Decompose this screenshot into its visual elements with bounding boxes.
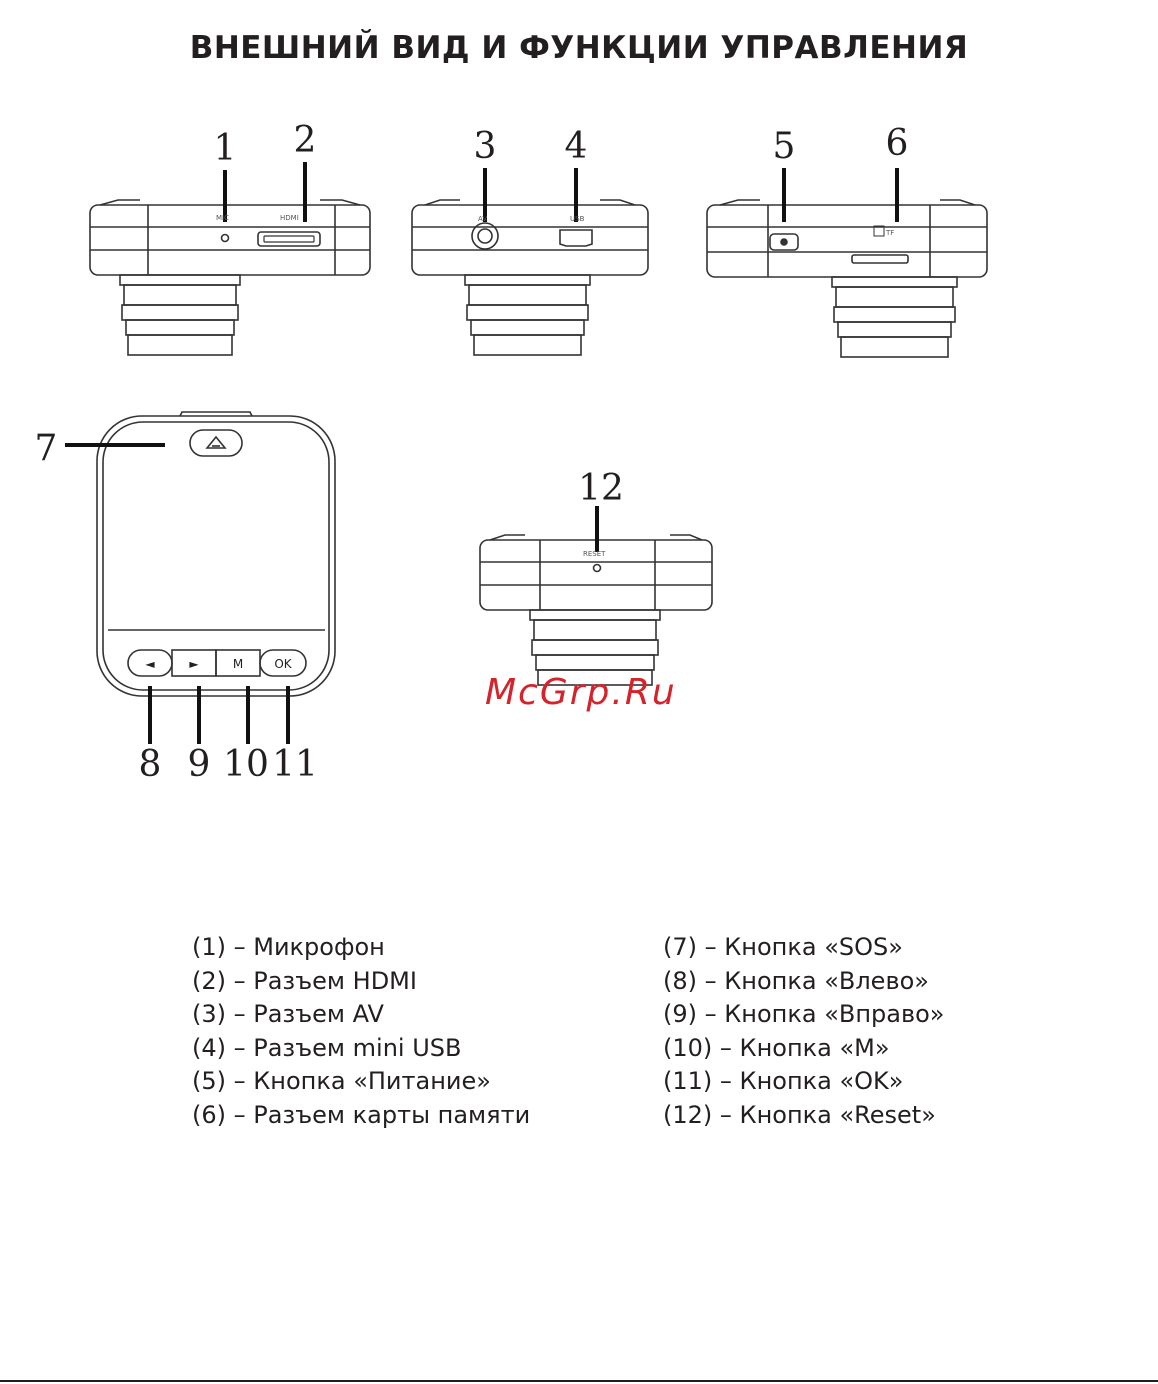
legend-item: (4) – Разъем mini USB [192,1033,462,1062]
callout-8: 8 [139,744,162,785]
usb-label: USB [570,215,585,223]
menu-button-label: M [233,657,243,671]
reset-hole[interactable] [592,563,602,573]
power-button[interactable] [769,233,799,251]
device-view-top-left [89,162,371,356]
callout-6: 6 [886,123,909,164]
legend-item: (11) – Кнопка «OK» [663,1067,904,1096]
callout-1: 1 [214,128,237,169]
mini-usb-port [559,229,593,247]
legend-item: (2) – Разъем HDMI [192,966,417,995]
callout-2: 2 [294,120,317,161]
hdmi-label: HDMI [280,214,299,222]
legend-item: (3) – Разъем AV [192,1000,384,1029]
callout-7: 7 [35,428,58,469]
mic-label: MIC [216,214,229,222]
legend-item: (1) – Микрофон [192,933,385,961]
legend-item: (9) – Кнопка «Вправо» [663,1000,945,1029]
hdmi-port [257,231,321,247]
right-arrow-icon: ► [189,657,199,671]
legend-item: (5) – Кнопка «Питание» [192,1067,491,1096]
ok-button-label: OK [274,657,292,671]
callout-4: 4 [565,126,588,167]
legend-item: (12) – Кнопка «Reset» [663,1100,936,1129]
callout-10: 10 [223,744,269,785]
legend-left-column: (1) – Микрофон (2) – Разъем HDMI (3) – Р… [192,931,530,1133]
memory-card-slot [851,254,909,264]
device-view-front [65,411,336,744]
watermark: McGrp.Ru [485,672,677,713]
microphone-hole [220,233,230,243]
reset-label: RESET [583,550,606,558]
callout-9: 9 [188,744,211,785]
legend-item: (7) – Кнопка «SOS» [663,933,903,961]
legend-right-column: (7) – Кнопка «SOS» (8) – Кнопка «Влево» … [663,931,944,1133]
card-label: TF [885,229,894,237]
callout-12: 12 [578,468,624,509]
device-diagram: MIC HDMI AV USB TF RESET ◄ ► M OK 1 2 3 … [35,120,988,785]
device-view-top-right [706,168,988,358]
callout-11: 11 [272,744,318,785]
device-view-bottom [479,506,713,686]
ok-button[interactable] [259,649,307,677]
left-arrow-icon: ◄ [145,657,155,671]
av-label: AV [478,215,487,223]
legend-item: (8) – Кнопка «Влево» [663,966,929,995]
sos-button[interactable] [189,429,243,457]
callout-5: 5 [773,126,796,167]
legend-item: (10) – Кнопка «M» [663,1033,890,1062]
device-view-top-middle [411,168,649,356]
av-jack [471,222,499,250]
bottom-rule [0,1380,1158,1382]
page-title: ВНЕШНИЙ ВИД И ФУНКЦИИ УПРАВЛЕНИЯ [189,30,969,66]
legend-item: (6) – Разъем карты памяти [192,1100,531,1129]
callout-3: 3 [474,126,497,167]
